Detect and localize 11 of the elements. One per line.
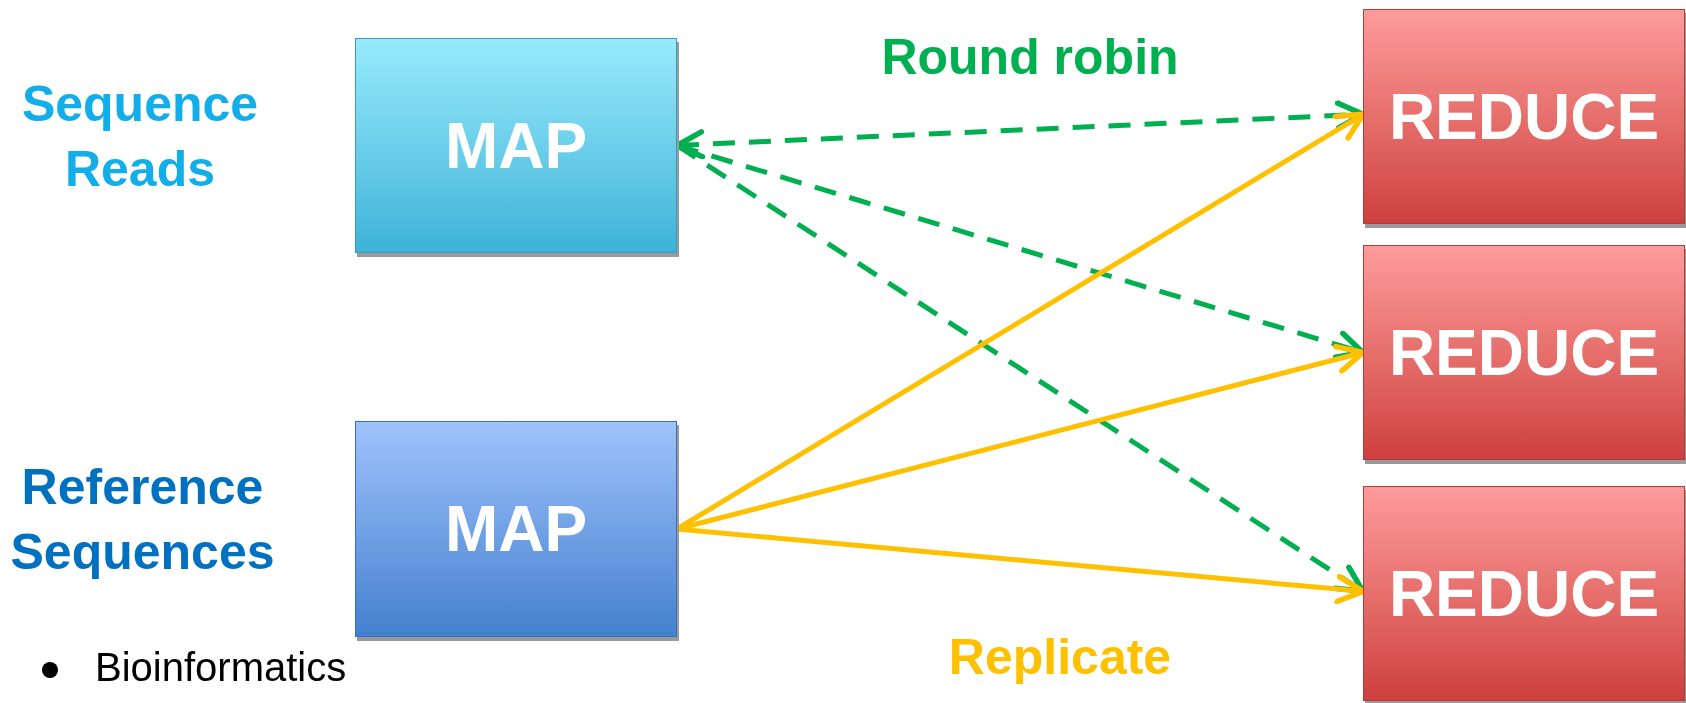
- box-title: MAP: [444, 108, 588, 184]
- input-label: Sequence Reads: [20, 75, 260, 199]
- edge-caption: Round robin: [880, 28, 1180, 87]
- edge-caption: Replicate: [947, 628, 1173, 687]
- input-label: Reference Sequences: [9, 458, 276, 582]
- box-title: REDUCE: [1388, 315, 1660, 391]
- bullet-text: Bioinformatics: [95, 645, 347, 689]
- process-box: [1363, 486, 1685, 701]
- box-title: MAP: [444, 492, 588, 567]
- box-title: REDUCE: [1388, 556, 1660, 632]
- box-title: REDUCE: [1388, 79, 1660, 155]
